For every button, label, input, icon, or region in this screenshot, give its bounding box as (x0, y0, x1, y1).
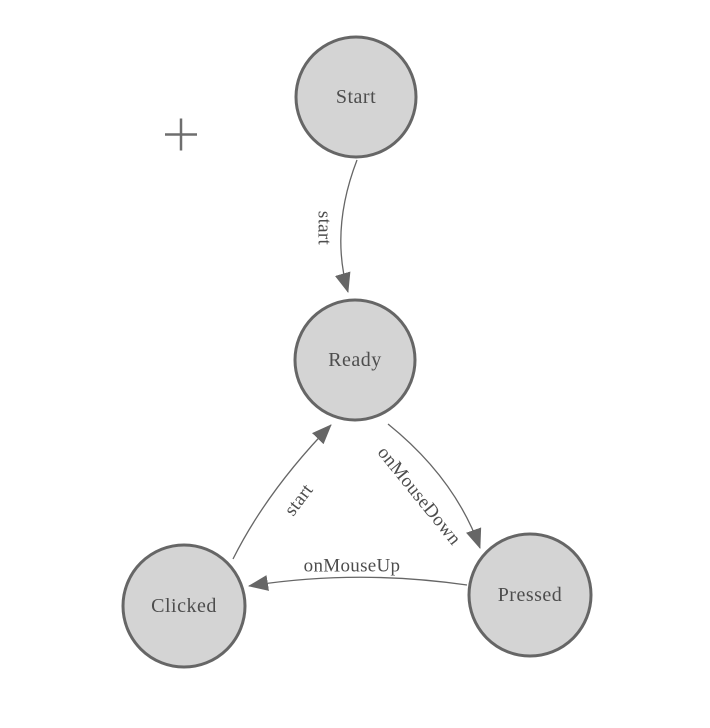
node-circle[interactable] (294, 35, 418, 159)
edge-line[interactable] (232, 424, 332, 560)
node-label-start: Start (336, 86, 376, 108)
node-pressed[interactable]: Pressed (467, 532, 593, 658)
edge-line[interactable] (248, 575, 468, 591)
edge-label-onmouseup: onMouseUp (304, 556, 401, 577)
node-circle[interactable] (121, 543, 247, 669)
edge-start-to-ready[interactable]: start (314, 159, 358, 293)
edge-clicked-to-ready[interactable]: start (232, 424, 332, 560)
node-clicked[interactable]: Clicked (121, 543, 247, 669)
edge-line[interactable] (335, 159, 358, 293)
node-circle[interactable] (293, 298, 417, 422)
node-label-clicked: Clicked (151, 595, 217, 617)
node-circle[interactable] (467, 532, 593, 658)
node-start[interactable]: Start (294, 35, 418, 159)
plus-icon[interactable] (165, 118, 197, 151)
edge-label-onmousedown: onMouseDown (373, 443, 465, 550)
edge-pressed-to-clicked[interactable]: onMouseUp (248, 556, 468, 591)
node-label-ready: Ready (328, 349, 382, 371)
edge-label-start: start (314, 211, 335, 246)
edge-label-start-2: start (280, 480, 318, 520)
edge-line[interactable] (387, 423, 482, 549)
node-label-pressed: Pressed (498, 584, 563, 606)
edge-ready-to-pressed[interactable]: onMouseDown (373, 423, 482, 550)
node-ready[interactable]: Ready (293, 298, 417, 422)
